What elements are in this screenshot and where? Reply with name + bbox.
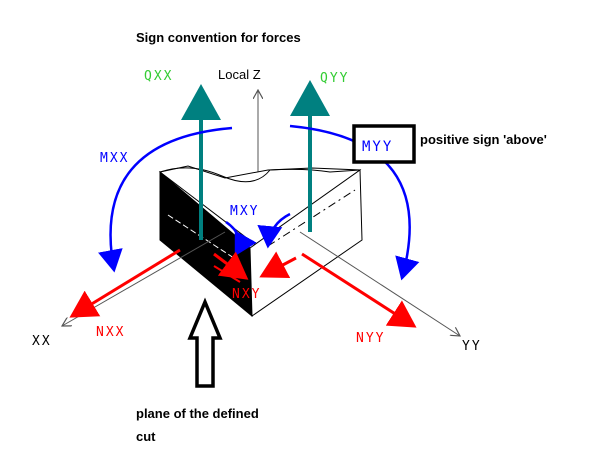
diagram-title: Sign convention for forces <box>136 30 301 45</box>
nxy-arrows: NXY <box>213 251 297 302</box>
positive-sign-note: positive sign 'above' <box>420 132 547 147</box>
nxx-label: NXX <box>96 325 125 340</box>
mxy-moments: MXY <box>225 204 291 257</box>
myy-callout: MYY positive sign 'above' <box>352 124 547 164</box>
nxx-arrow: NXX <box>69 248 181 340</box>
mxy-label: MXY <box>230 204 259 219</box>
qxx-arrow: QXX <box>144 69 221 240</box>
mxx-label: MXX <box>100 151 129 166</box>
myy-moment-arc <box>289 124 420 281</box>
yy-axis: YY <box>299 231 482 354</box>
qyy-label: QYY <box>320 71 349 86</box>
nyy-label: NYY <box>356 331 385 346</box>
qyy-arrow: QYY <box>290 71 349 232</box>
myy-label: MYY <box>362 139 393 155</box>
cut-plane-arrow: plane of the defined cut <box>136 297 259 444</box>
cut-plane-label-line2: cut <box>136 429 156 444</box>
nxy-label: NXY <box>232 287 261 302</box>
cut-plane-label-line1: plane of the defined <box>136 406 259 421</box>
mxx-moment-arc: MXX <box>98 126 233 273</box>
yy-axis-label: YY <box>462 339 482 354</box>
qxx-label: QXX <box>144 69 173 84</box>
local-z-label: Local Z <box>218 67 261 82</box>
xx-axis-label: XX <box>32 334 52 349</box>
nyy-arrow: NYY <box>301 252 417 346</box>
